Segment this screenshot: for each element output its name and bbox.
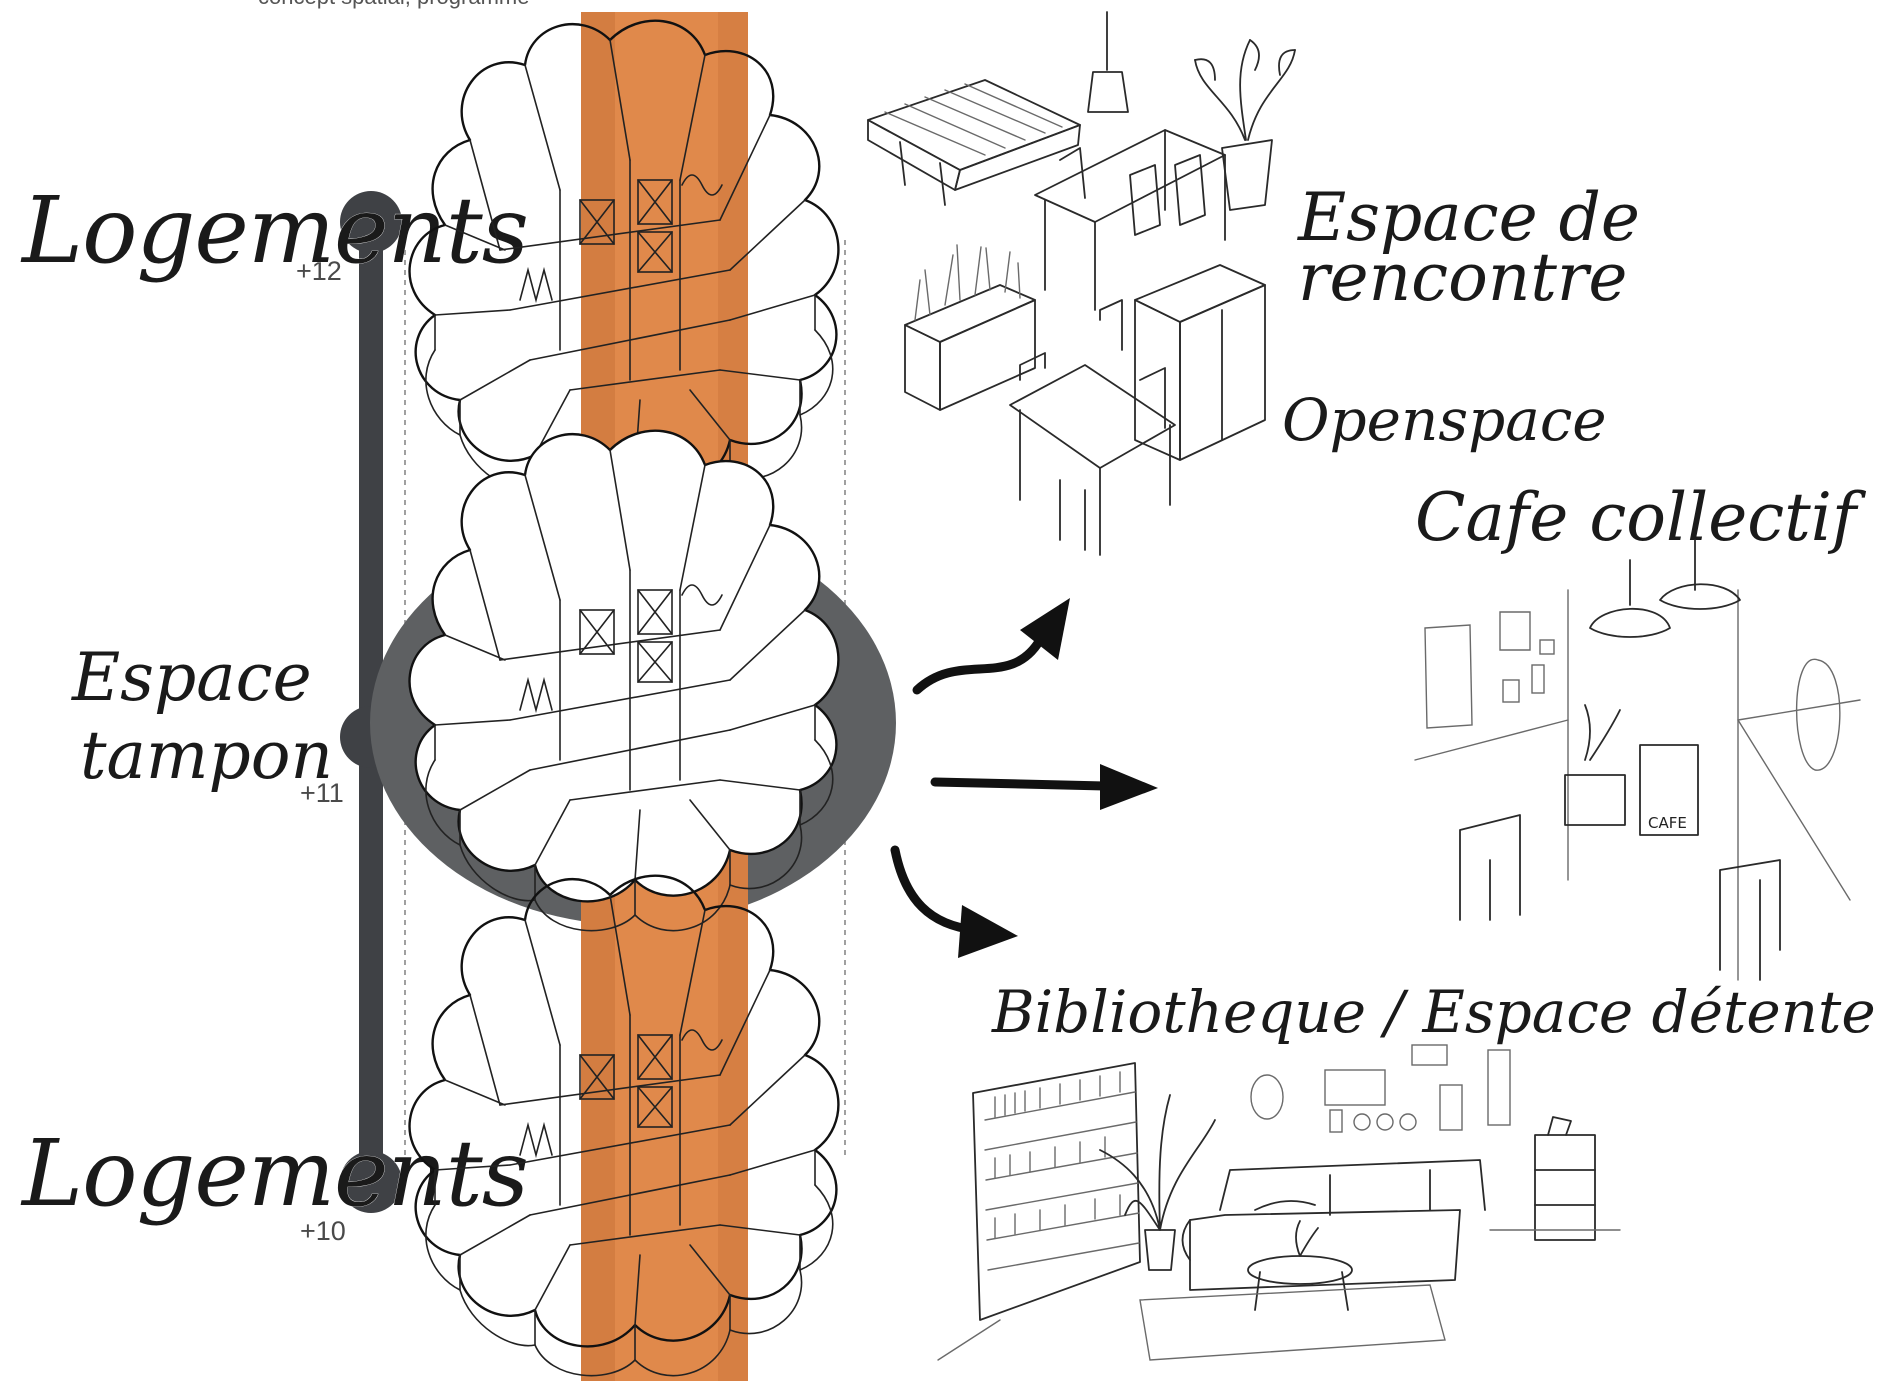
timeline-node-bottom bbox=[340, 1151, 402, 1213]
sketch-library bbox=[937, 1044, 1621, 1361]
arrow-icon bbox=[912, 598, 1070, 695]
cafe-sign: CAFE bbox=[1648, 814, 1687, 832]
arrow-icon bbox=[930, 764, 1158, 810]
floorplan-middle bbox=[408, 429, 840, 932]
label-tampon: tampon bbox=[80, 717, 333, 794]
label-openspace: Openspace bbox=[1282, 386, 1607, 454]
label-rencontre: rencontre bbox=[1298, 239, 1627, 316]
timeline-node-top bbox=[340, 191, 402, 253]
label-logements-top: Logements bbox=[20, 177, 528, 284]
arrow-icon bbox=[890, 845, 1018, 958]
label-espace-de: Espace de bbox=[1297, 179, 1640, 256]
level-label-middle: +11 bbox=[300, 778, 344, 808]
diagram-caption: concept spatial, programme bbox=[258, 0, 529, 9]
label-bibliotheque: Bibliotheque / Espace détente bbox=[991, 978, 1876, 1046]
label-logements-bottom: Logements bbox=[20, 1120, 528, 1227]
label-cafe-collectif: Cafe collectif bbox=[1415, 479, 1867, 556]
level-label-bottom: +10 bbox=[300, 1216, 346, 1246]
sketch-cafe: CAFE bbox=[1414, 539, 1861, 981]
timeline-bar bbox=[359, 222, 383, 1182]
label-espace: Espace bbox=[71, 639, 312, 716]
level-label-top: +12 bbox=[296, 256, 342, 286]
sketch-meeting-space bbox=[867, 11, 1296, 556]
